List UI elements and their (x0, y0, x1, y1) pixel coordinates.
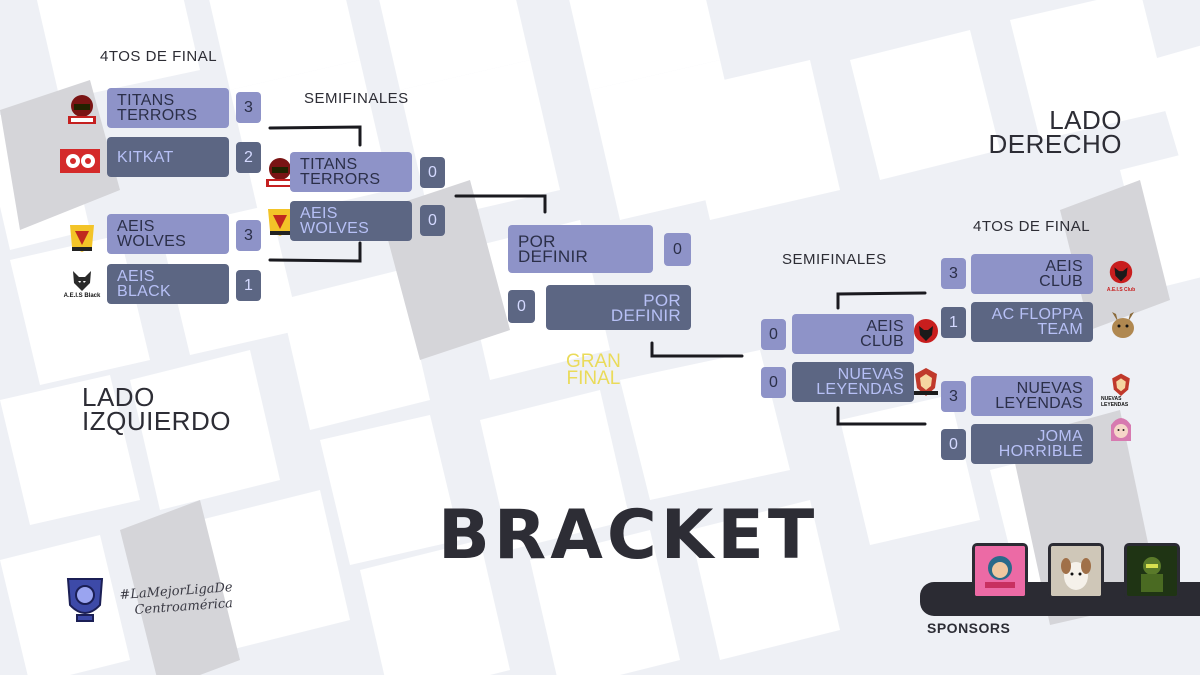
team-name-line: NUEVAS (837, 366, 904, 383)
right-semifinals-heading: SEMIFINALES (782, 251, 887, 268)
right-qf-score-2: 1 (941, 307, 966, 338)
team-name-line: AEIS (1045, 258, 1083, 275)
left-qf-team-2[interactable]: KITKAT (107, 137, 229, 177)
floppa-logo (1105, 307, 1141, 343)
aeis-wolves-logo (262, 203, 298, 239)
joma-logo (1103, 410, 1139, 446)
team-name-line: TEAM (1037, 321, 1083, 338)
right-sf-score-1: 0 (761, 319, 786, 350)
team-name-line: AC FLOPPA (991, 306, 1083, 323)
left-qf-score-4: 1 (236, 270, 261, 301)
right-quarterfinals-heading: 4TOS DE FINAL (973, 218, 1091, 235)
team-name-line: DEFINIR (518, 247, 589, 266)
aeis-black-caption: A.E.I.S Black (63, 293, 101, 299)
team-name-line: NUEVAS (1016, 380, 1083, 397)
connector-right-q2 (836, 406, 927, 426)
sponsor-1-avatar-icon[interactable] (972, 543, 1028, 599)
left-sf-score-1: 0 (420, 157, 445, 188)
team-name-line: CLUB (1039, 273, 1083, 290)
connector-left-q1 (268, 125, 362, 147)
right-qf-score-4: 0 (941, 429, 966, 460)
team-name-line: LEYENDAS (995, 395, 1083, 412)
bracket-title: BRACKET (438, 496, 819, 575)
team-name-line: TITANS (117, 92, 175, 109)
aeis-club-logo: A.E.I.S Club (1103, 256, 1139, 296)
right-qf-score-3: 3 (941, 381, 966, 412)
aeis-club-caption: A.E.I.S Club (1106, 287, 1136, 293)
connector-left-semi (454, 194, 547, 214)
left-qf-score-3: 3 (236, 220, 261, 251)
left-quarterfinals-heading: 4TOS DE FINAL (100, 48, 218, 65)
team-name-line: WOLVES (117, 233, 187, 250)
team-name-line: LEYENDAS (816, 381, 904, 398)
team-name-line: WOLVES (300, 220, 370, 237)
team-name-line: KITKAT (117, 148, 174, 166)
nuevas-leyendas-logo (908, 364, 944, 400)
sponsor-3-soldier-icon[interactable] (1124, 543, 1180, 599)
nuevas-leyendas-caption: NUEVAS LEYENDAS (1101, 396, 1129, 408)
final-score-2: 0 (508, 290, 535, 323)
team-name-line: BLACK (117, 283, 171, 300)
connector-right-semi (650, 341, 744, 358)
aeis-wolves-logo (64, 219, 100, 255)
final-score-1: 0 (664, 233, 691, 266)
gran-final-label: GRAN FINAL (566, 351, 621, 389)
team-name-line: AEIS (300, 205, 338, 222)
kitkat-logo (60, 143, 100, 179)
left-qf-score-1: 3 (236, 92, 261, 123)
team-name-line: AEIS (117, 268, 155, 285)
team-name-line: POR (518, 232, 556, 251)
titans-logo (64, 92, 100, 128)
sponsors-label: SPONSORS (927, 620, 1011, 636)
right-sf-score-2: 0 (761, 367, 786, 398)
team-name-line: TITANS (300, 156, 358, 173)
team-name-line: AEIS (866, 318, 904, 335)
team-name-line: TERRORS (117, 107, 198, 124)
team-name-line: POR (643, 290, 681, 310)
connector-right-q1 (836, 291, 927, 310)
left-qf-score-2: 2 (236, 142, 261, 173)
team-name-line: HORRIBLE (998, 443, 1083, 460)
titans-logo (262, 155, 298, 191)
aeis-club-logo (908, 315, 944, 351)
team-name-line: JOMA (1037, 428, 1083, 445)
right-qf-score-1: 3 (941, 258, 966, 289)
left-semifinals-heading: SEMIFINALES (304, 90, 409, 107)
nuevas-leyendas-logo: NUEVAS LEYENDAS (1101, 372, 1141, 408)
connector-left-q2 (268, 241, 362, 263)
league-logo (62, 575, 108, 625)
right-side-label: LADO DERECHO (988, 105, 1122, 159)
team-name-line: TERRORS (300, 171, 381, 188)
left-side-label: LADO IZQUIERDO (82, 382, 231, 436)
sponsor-2-dog-icon[interactable] (1048, 543, 1104, 599)
team-name-line: AEIS (117, 218, 155, 235)
team-name-line: DEFINIR (610, 305, 681, 325)
left-sf-score-2: 0 (420, 205, 445, 236)
team-name-line: CLUB (860, 333, 904, 350)
aeis-black-logo: A.E.I.S Black (58, 264, 106, 304)
